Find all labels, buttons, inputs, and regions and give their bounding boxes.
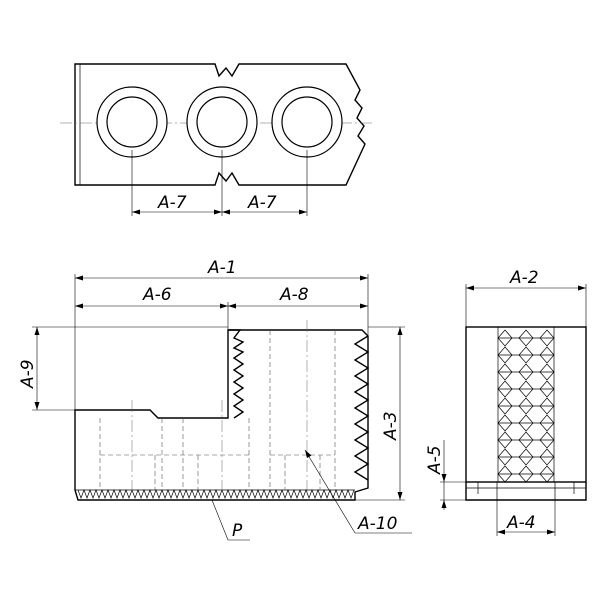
- label-a1: A-1: [207, 258, 237, 278]
- side-tooth: [539, 397, 555, 415]
- hole-left: [96, 86, 168, 158]
- side-tooth: [539, 329, 555, 347]
- side-tooth-pattern: [497, 327, 555, 483]
- side-tooth: [497, 329, 513, 347]
- side-tooth: [518, 346, 534, 364]
- side-tooth: [497, 397, 513, 415]
- label-a10: A-10: [357, 514, 397, 534]
- side-view-base: [465, 482, 587, 501]
- side-view-outline: [465, 326, 587, 483]
- front-view: A-1 A-6 A-8 A-9 A-3 A-10 P: [18, 258, 412, 541]
- side-tooth: [539, 380, 555, 398]
- label-a5: A-5: [425, 445, 445, 475]
- label-a7-left: A-7: [157, 193, 187, 213]
- side-tooth: [518, 448, 534, 466]
- side-tooth: [518, 380, 534, 398]
- side-tooth: [497, 431, 513, 449]
- side-tooth: [497, 465, 513, 483]
- label-a6: A-6: [142, 285, 172, 305]
- side-grip-teeth: [353, 335, 370, 481]
- label-a4: A-4: [506, 513, 536, 533]
- side-tooth: [539, 414, 555, 432]
- label-a7-right: A-7: [247, 193, 277, 213]
- side-tooth: [539, 448, 555, 466]
- step-grip-teeth: [228, 329, 245, 419]
- top-view: A-7 A-7: [60, 63, 375, 216]
- leader-p: [211, 499, 229, 541]
- side-tooth: [539, 346, 555, 364]
- side-tooth: [497, 363, 513, 381]
- side-tooth: [518, 397, 534, 415]
- side-tooth: [518, 329, 534, 347]
- side-tooth: [497, 346, 513, 364]
- side-tooth: [539, 363, 555, 381]
- label-a2: A-2: [509, 268, 539, 288]
- side-tooth: [518, 414, 534, 432]
- hole-middle: [186, 86, 258, 158]
- label-a9: A-9: [18, 359, 38, 389]
- label-a3: A-3: [381, 411, 401, 441]
- bottom-serration: [77, 489, 355, 499]
- side-tooth: [539, 465, 555, 483]
- top-view-outline: [74, 63, 366, 186]
- side-tooth: [497, 414, 513, 432]
- front-view-outline: [74, 329, 369, 501]
- side-tooth: [497, 380, 513, 398]
- label-p: P: [232, 521, 243, 541]
- hole-right: [271, 86, 343, 158]
- side-tooth: [518, 431, 534, 449]
- side-view: A-2 A-5 A-4: [425, 268, 587, 536]
- leader-a10: [304, 449, 356, 534]
- hidden-lines: [99, 330, 336, 490]
- label-a8: A-8: [279, 285, 309, 305]
- side-tooth: [518, 465, 534, 483]
- side-tooth: [497, 448, 513, 466]
- side-tooth: [518, 363, 534, 381]
- side-tooth: [539, 431, 555, 449]
